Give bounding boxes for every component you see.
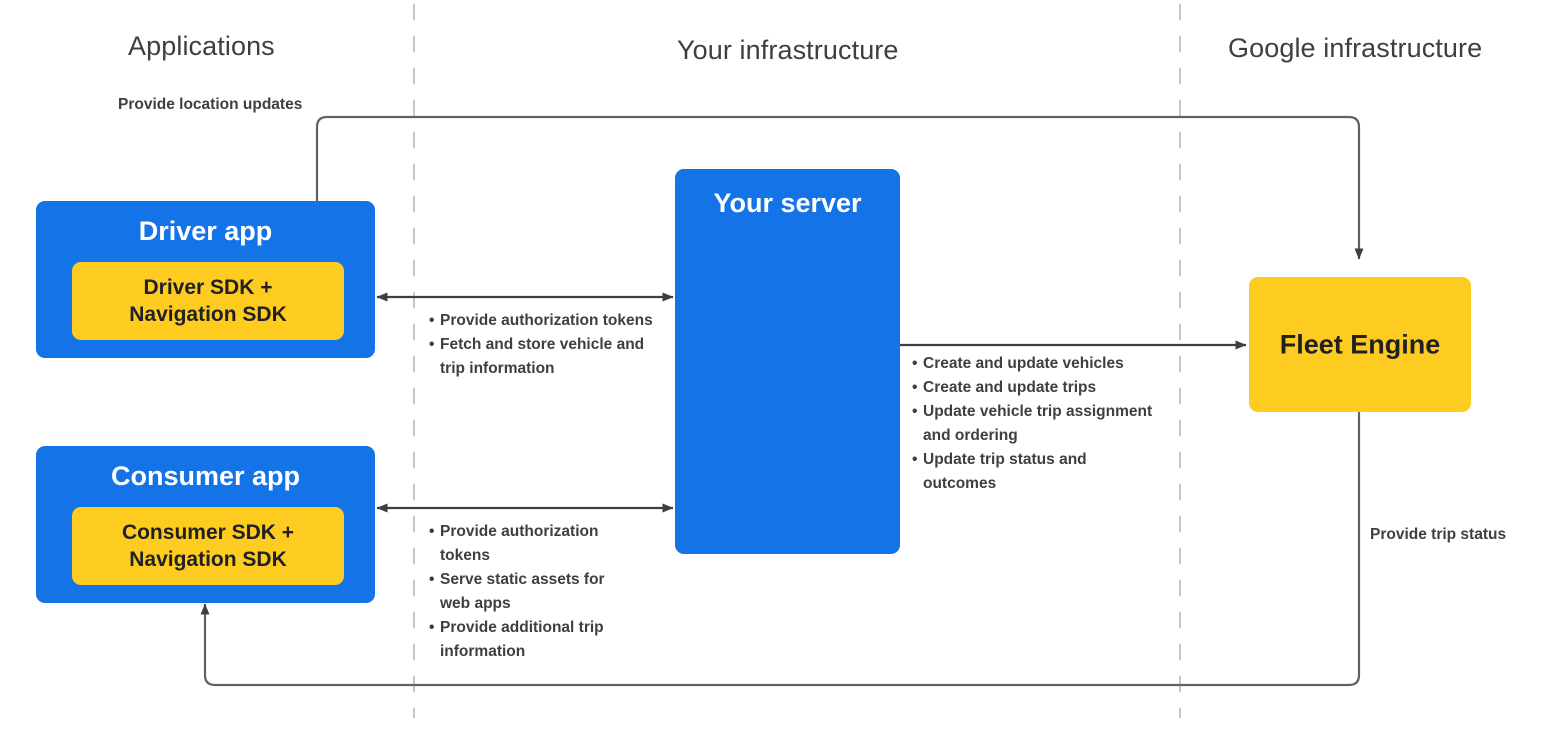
node-fleet-engine[interactable]: Fleet Engine [1249,277,1471,412]
list-item: Fetch and store vehicle and trip informa… [429,333,654,381]
your-server-title: Your server [713,188,862,218]
driver-app-title: Driver app [138,216,273,246]
list-item: Create and update vehicles [912,352,1160,376]
driver-sdk-label: Driver SDK + Navigation SDK [129,275,287,326]
label-provide-trip-status: Provide trip status [1370,526,1507,543]
column-header-google-infrastructure: Google infrastructure [1228,33,1483,63]
bullets-consumer-to-server: Provide authorization tokens Serve stati… [429,520,629,664]
list-item: Provide authorization tokens [429,309,654,333]
node-your-server[interactable]: Your server [675,169,900,554]
consumer-sdk-label: Consumer SDK + Navigation SDK [121,520,295,571]
bullets-driver-to-server: Provide authorization tokens Fetch and s… [429,309,654,381]
node-driver-app[interactable]: Driver app Driver SDK + Navigation SDK [36,201,375,358]
list-item: Serve static assets for web apps [429,568,629,616]
fleet-engine-title: Fleet Engine [1279,329,1441,359]
consumer-sdk-chip[interactable]: Consumer SDK + Navigation SDK [72,507,344,585]
consumer-app-title: Consumer app [110,461,301,491]
bullets-server-to-fleet-engine: Create and update vehicles Create and up… [912,352,1160,496]
list-item: Update vehicle trip assignment and order… [912,400,1160,448]
list-item: Provide authorization tokens [429,520,629,568]
list-item: Update trip status and outcomes [912,448,1160,496]
node-consumer-app[interactable]: Consumer app Consumer SDK + Navigation S… [36,446,375,603]
list-item: Create and update trips [912,376,1160,400]
column-header-applications: Applications [128,31,275,61]
column-header-your-infrastructure: Your infrastructure [677,35,899,65]
driver-sdk-chip[interactable]: Driver SDK + Navigation SDK [72,262,344,340]
label-provide-location-updates: Provide location updates [118,96,303,113]
list-item: Provide additional trip information [429,616,629,664]
